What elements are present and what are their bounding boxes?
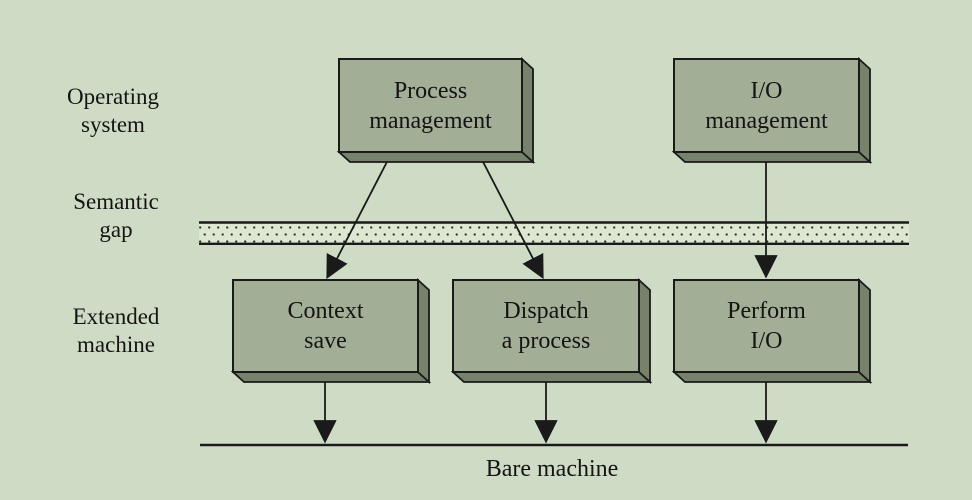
box-perform-io-shape [671, 277, 873, 385]
box-process-management-shape [336, 56, 536, 165]
arrow-process-to-dispatch [479, 155, 544, 280]
label-semantic-gap: Semantic gap [73, 189, 159, 242]
semantic-gap-band [199, 221, 909, 246]
label-operating-system: Operating system [67, 84, 159, 137]
arrow-process-to-context-save [326, 155, 391, 280]
box-process-management-label: Process management [369, 77, 492, 134]
box-context-save-shape [230, 277, 432, 385]
label-bare-machine: Bare machine [485, 456, 619, 482]
box-context-save-label: Context save [287, 298, 364, 354]
box-dispatch-a-process-shape [450, 277, 653, 385]
label-extended-machine: Extended machine [72, 304, 160, 357]
box-io-management-label: I/O management [705, 77, 828, 134]
box-perform-io-label: Perform I/O [727, 298, 806, 354]
box-dispatch-a-process-label: Dispatch a process [501, 298, 591, 354]
box-io-management-shape [671, 56, 873, 165]
arrows [313, 155, 778, 444]
